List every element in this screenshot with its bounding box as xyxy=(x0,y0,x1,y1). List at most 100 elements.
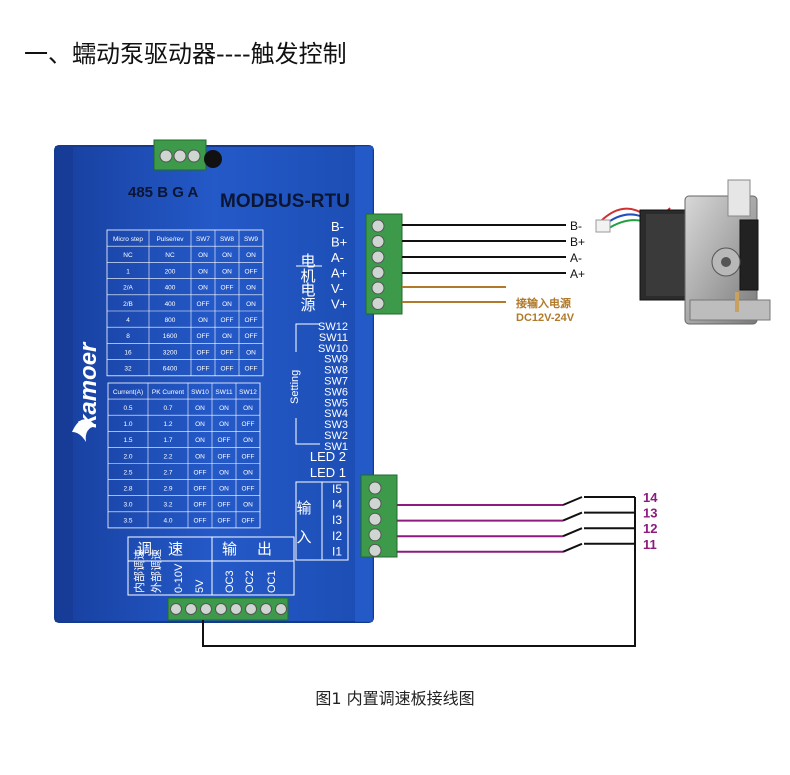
current-cell: 2.9 xyxy=(163,486,172,493)
input-label-I3: I3 xyxy=(332,513,342,527)
current-cell: ON xyxy=(195,405,205,412)
bottom-label: OC3 xyxy=(224,570,236,593)
current-header-cell: SW11 xyxy=(215,389,233,396)
input-label-I4: I4 xyxy=(332,498,342,512)
terminal-label-A+: A+ xyxy=(331,266,347,281)
bottom-screw xyxy=(275,603,287,615)
current-cell: 1.5 xyxy=(123,437,132,444)
bottom-terminal xyxy=(167,597,289,621)
switch-label: 12 xyxy=(643,521,657,536)
microstep-border xyxy=(106,229,264,377)
current-cell: 0.5 xyxy=(123,405,132,412)
current-cell: ON xyxy=(243,405,253,412)
bottom-label: OC1 xyxy=(266,570,278,593)
input-label-I1: I1 xyxy=(332,544,342,558)
current-cell: ON xyxy=(219,421,229,428)
terminal-screw xyxy=(371,235,385,248)
setting-bracket xyxy=(295,323,320,445)
microstep-cell: OFF xyxy=(245,366,258,373)
microstep-cell: OFF xyxy=(245,333,258,340)
terminal-screw xyxy=(371,266,385,279)
speed-section-label: 调速 xyxy=(137,541,199,558)
microstep-cell: ON xyxy=(246,349,256,356)
terminal-label-V+: V+ xyxy=(331,297,347,312)
microstep-cell: NC xyxy=(123,252,133,259)
current-cell: ON xyxy=(219,486,229,493)
switch-label: SW10 xyxy=(318,343,348,355)
input-switch xyxy=(562,542,583,553)
motor-power-terminal xyxy=(365,213,403,315)
current-cell: OFF xyxy=(242,486,255,493)
microstep-cell: ON xyxy=(246,252,256,259)
microstep-cell: ON xyxy=(222,252,232,259)
bottom-label-box xyxy=(127,536,295,596)
current-cell: 3.5 xyxy=(123,518,132,525)
bottom-screw xyxy=(185,603,197,615)
switch-label: 11 xyxy=(643,537,657,552)
motor-section-label: 电机 xyxy=(299,253,316,284)
microstep-cell: 6400 xyxy=(163,366,178,373)
microstep-cell: OFF xyxy=(221,349,234,356)
input-screw xyxy=(368,543,382,557)
switch-label: 14 xyxy=(643,490,658,505)
microstep-header-cell: SW9 xyxy=(244,236,258,243)
input-switch xyxy=(562,511,583,522)
microstep-cell: OFF xyxy=(221,317,234,324)
current-cell: 4.0 xyxy=(163,518,172,525)
microstep-cell: ON xyxy=(222,333,232,340)
bottom-screw xyxy=(200,603,212,615)
switch-label: SW4 xyxy=(324,408,348,420)
bottom-label: 外部调速 xyxy=(149,549,163,593)
microstep-cell: OFF xyxy=(221,285,234,292)
terminal-label-B+: B+ xyxy=(331,235,347,250)
input-screw xyxy=(368,512,382,526)
current-cell: OFF xyxy=(218,437,231,444)
input-label-I5: I5 xyxy=(332,482,342,496)
current-cell: ON xyxy=(243,437,253,444)
bottom-screw xyxy=(215,603,227,615)
microstep-cell: 1600 xyxy=(163,333,178,340)
current-cell: OFF xyxy=(194,486,207,493)
microstep-cell: ON xyxy=(222,301,232,308)
current-cell: OFF xyxy=(194,518,207,525)
microstep-header-cell: Pulse/rev xyxy=(156,236,184,243)
led-indicator xyxy=(204,150,222,168)
terminal-screw xyxy=(371,250,385,264)
current-cell: OFF xyxy=(242,421,255,428)
current-cell: 2.2 xyxy=(163,453,172,460)
microstep-header-cell: SW8 xyxy=(220,236,234,243)
microstep-cell: NC xyxy=(165,252,175,259)
current-cell: ON xyxy=(243,502,253,509)
current-cell: OFF xyxy=(218,453,231,460)
switch-label: SW7 xyxy=(324,376,348,388)
current-cell: ON xyxy=(195,421,205,428)
current-cell: 2.5 xyxy=(123,469,132,476)
microstep-cell: OFF xyxy=(197,366,210,373)
microstep-cell: 16 xyxy=(124,349,132,356)
switch-label: SW2 xyxy=(324,430,348,442)
input-screw xyxy=(368,497,382,511)
current-cell: OFF xyxy=(194,469,207,476)
input-switch xyxy=(562,527,583,538)
switch-label: SW6 xyxy=(324,386,348,398)
microstep-cell: ON xyxy=(246,301,256,308)
switch-label: SW3 xyxy=(324,419,348,431)
current-header-cell: SW12 xyxy=(239,389,257,396)
bottom-label: 内部调速 xyxy=(132,549,146,593)
current-cell: OFF xyxy=(242,453,255,460)
microstep-header-cell: SW7 xyxy=(196,236,210,243)
led-label: LED 2 xyxy=(310,449,346,464)
terminal-screw xyxy=(371,281,385,295)
microstep-header-cell: Micro step xyxy=(113,236,143,243)
microstep-cell: OFF xyxy=(197,349,210,356)
peristaltic-pump-image xyxy=(595,179,771,325)
microstep-cell: 400 xyxy=(165,285,176,292)
current-cell: 2.8 xyxy=(123,486,132,493)
input-section-label: 输入 xyxy=(295,500,312,558)
microstep-cell: 32 xyxy=(124,366,132,373)
current-cell: 1.2 xyxy=(163,421,172,428)
figure-caption: 图1 内置调速板接线图 xyxy=(315,689,475,708)
switch-label: SW1 xyxy=(324,441,348,453)
